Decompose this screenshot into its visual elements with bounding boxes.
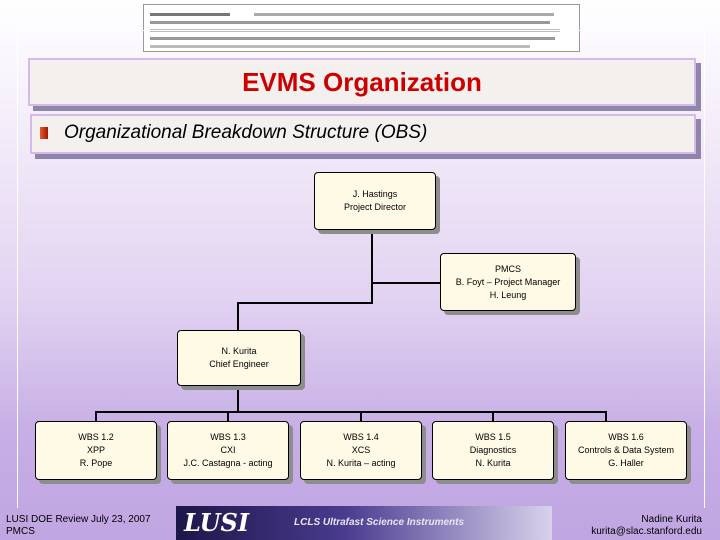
- node-role: Chief Engineer: [209, 359, 269, 369]
- slide-frame-top: [17, 30, 705, 31]
- wbs-name: CXI: [220, 445, 236, 455]
- wbs-lead: N. Kurita – acting: [326, 458, 396, 468]
- bullet-icon: [40, 127, 48, 139]
- slide-frame-left: [17, 30, 18, 508]
- footer-review-date: LUSI DOE Review July 23, 2007: [6, 514, 151, 525]
- wbs-id: WBS 1.3: [210, 432, 246, 442]
- connector: [95, 411, 607, 413]
- wbs-lead: R. Pope: [79, 458, 113, 468]
- node-pmcs: PMCS B. Foyt – Project Manager H. Leung: [440, 253, 576, 311]
- wbs-lead: G. Haller: [608, 458, 644, 468]
- connector: [237, 384, 239, 412]
- wbs-name: Controls & Data System: [577, 445, 675, 455]
- node-wbs-1-4: WBS 1.4 XCS N. Kurita – acting: [300, 421, 422, 480]
- connector: [371, 228, 373, 283]
- lusi-banner: LUSI LCLS Ultrafast Science Instruments: [176, 506, 552, 540]
- connector: [360, 411, 362, 421]
- wbs-id: WBS 1.4: [343, 432, 379, 442]
- slide-frame-right: [704, 30, 705, 508]
- footer-section: PMCS: [6, 526, 35, 537]
- wbs-name: Diagnostics: [469, 445, 517, 455]
- connector: [492, 411, 494, 421]
- connector: [237, 302, 239, 330]
- lusi-tagline: LCLS Ultrafast Science Instruments: [294, 517, 465, 528]
- wbs-lead: J.C. Castagna - acting: [183, 458, 273, 468]
- node-line: PMCS: [494, 263, 521, 274]
- node-name: N. Kurita: [221, 346, 257, 356]
- node-line: H. Leung: [489, 289, 527, 300]
- subtitle-bar: Organizational Breakdown Structure (OBS): [30, 114, 696, 154]
- connector: [227, 411, 229, 421]
- node-wbs-1-3: WBS 1.3 CXI J.C. Castagna - acting: [167, 421, 289, 480]
- node-wbs-1-2: WBS 1.2 XPP R. Pope: [35, 421, 157, 480]
- node-name: J. Hastings: [352, 189, 398, 199]
- node-wbs-1-5: WBS 1.5 Diagnostics N. Kurita: [432, 421, 554, 480]
- connector: [237, 302, 373, 304]
- slide-title: EVMS Organization: [242, 67, 482, 97]
- footer-left: LUSI DOE Review July 23, 2007 PMCS: [6, 514, 151, 538]
- connector: [371, 282, 441, 284]
- wbs-lead: N. Kurita: [475, 458, 511, 468]
- wbs-name: XCS: [351, 445, 371, 455]
- wbs-id: WBS 1.5: [475, 432, 511, 442]
- wbs-id: WBS 1.2: [78, 432, 114, 442]
- node-role: Project Director: [343, 202, 406, 212]
- title-bar: EVMS Organization: [28, 58, 696, 106]
- node-line: B. Foyt – Project Manager: [455, 276, 561, 287]
- footer-author: Nadine Kurita: [641, 514, 702, 525]
- lusi-logo: LUSI: [184, 508, 250, 537]
- connector: [605, 411, 607, 421]
- connector: [371, 283, 373, 303]
- wbs-id: WBS 1.6: [608, 432, 644, 442]
- connector: [95, 411, 97, 421]
- footer-email: kurita@slac.stanford.edu: [591, 526, 702, 537]
- document-thumbnail: [143, 4, 580, 52]
- slide-subtitle: Organizational Breakdown Structure (OBS): [64, 122, 428, 143]
- node-project-director: J. Hastings Project Director: [314, 172, 436, 230]
- node-chief-engineer: N. Kurita Chief Engineer: [177, 330, 301, 386]
- footer-right: Nadine Kurita kurita@slac.stanford.edu: [591, 514, 702, 538]
- wbs-name: XPP: [86, 445, 105, 455]
- node-wbs-1-6: WBS 1.6 Controls & Data System G. Haller: [565, 421, 687, 480]
